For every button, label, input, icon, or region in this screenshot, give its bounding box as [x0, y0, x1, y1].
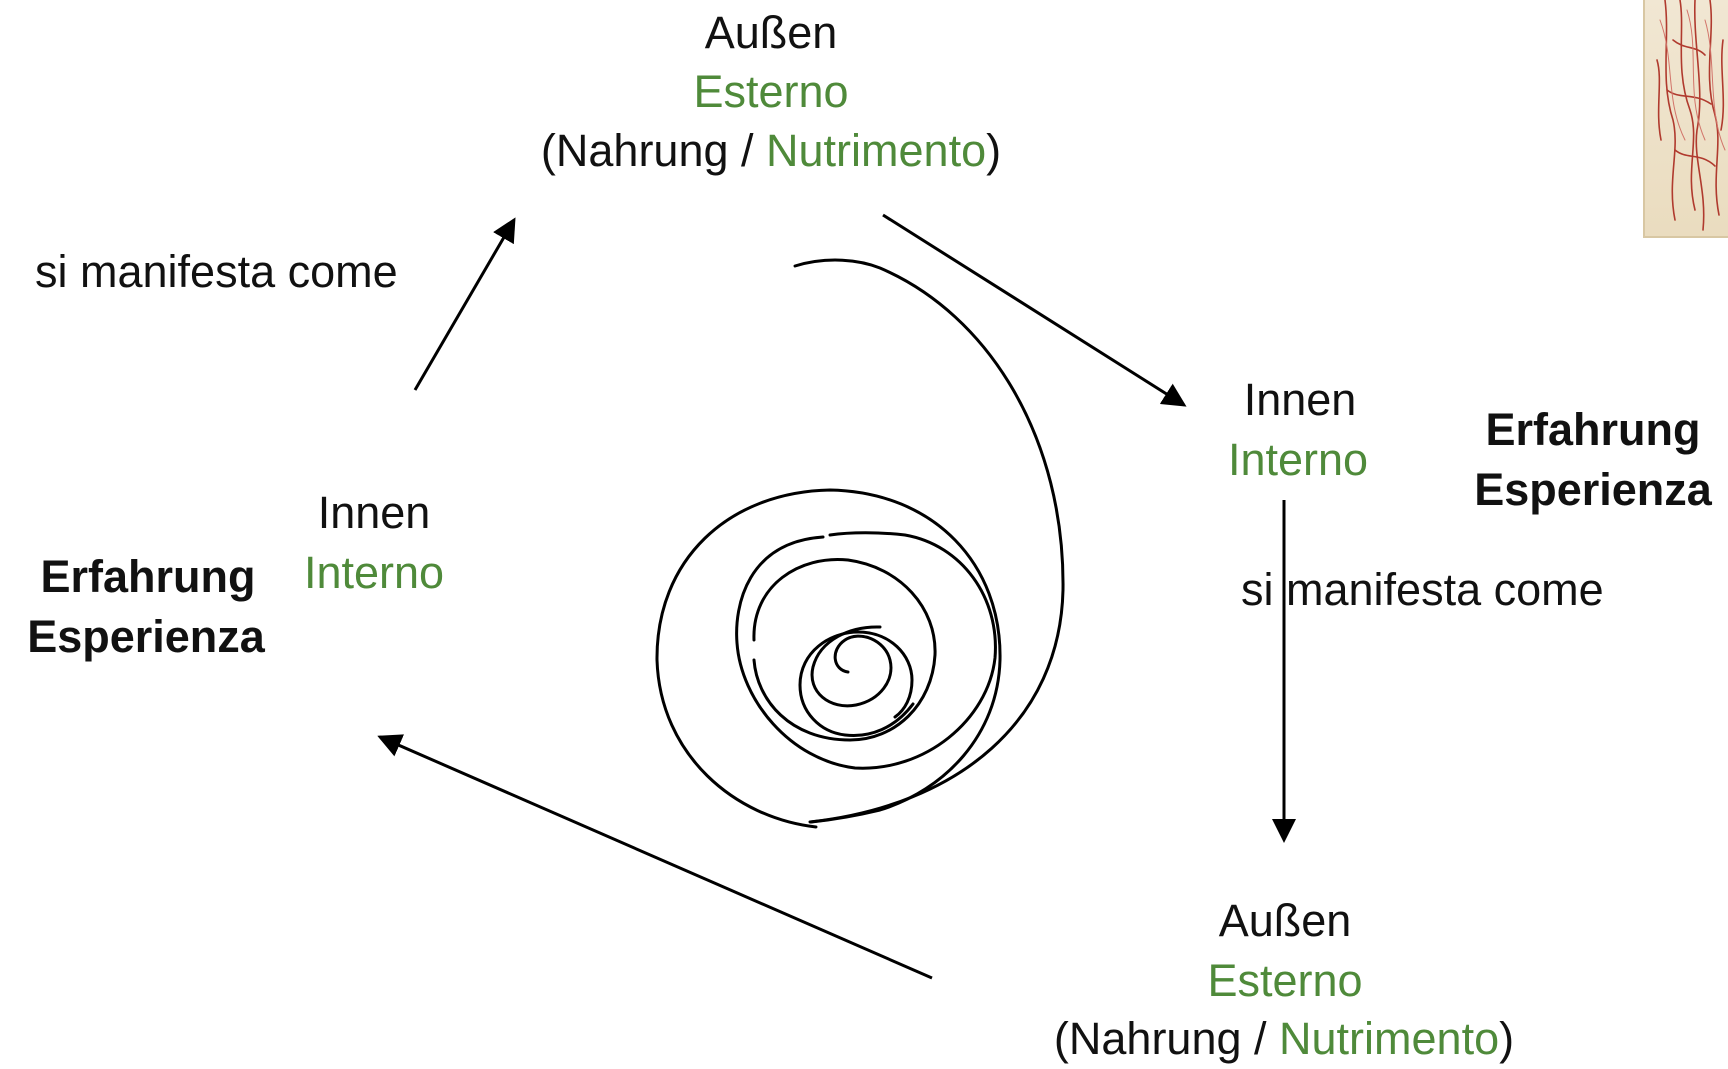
- bottom-nutrimento-label: Nutrimento: [1279, 1013, 1499, 1064]
- right-interno-label: Interno: [1228, 430, 1368, 489]
- left-interno-label: Interno: [304, 543, 444, 602]
- arrow-bottom-to-left: [380, 737, 932, 978]
- right-manifest-label: si manifesta come: [1241, 560, 1604, 619]
- left-esperienza-label: Esperienza: [27, 607, 265, 666]
- root-illustration: [1645, 0, 1728, 236]
- right-erfahrung-label: Erfahrung: [1485, 400, 1700, 459]
- right-innen-label: Innen: [1244, 370, 1357, 429]
- top-slash: /: [729, 125, 767, 176]
- illustration-thumbnail: [1643, 0, 1728, 238]
- arrow-top-to-right: [883, 215, 1184, 405]
- top-close-paren: ): [986, 125, 1001, 176]
- spiral-graphic: [657, 260, 1063, 827]
- bottom-open-paren: (: [1054, 1013, 1069, 1064]
- bottom-nahrung-line: (Nahrung / Nutrimento): [1054, 1009, 1514, 1068]
- top-open-paren: (: [541, 125, 556, 176]
- left-manifest-label: si manifesta come: [35, 242, 398, 301]
- bottom-close-paren: ): [1499, 1013, 1514, 1064]
- arrow-left-to-top: [415, 220, 514, 390]
- bottom-aussen-label: Außen: [1219, 891, 1352, 950]
- bottom-esterno-label: Esterno: [1207, 951, 1362, 1010]
- top-nahrung-line: (Nahrung / Nutrimento): [541, 121, 1001, 180]
- right-esperienza-label: Esperienza: [1474, 460, 1712, 519]
- top-nahrung-label: Nahrung: [556, 125, 729, 176]
- left-erfahrung-label: Erfahrung: [40, 547, 255, 606]
- top-aussen-label: Außen: [705, 3, 838, 62]
- bottom-slash: /: [1242, 1013, 1280, 1064]
- top-nutrimento-label: Nutrimento: [766, 125, 986, 176]
- top-esterno-label: Esterno: [693, 62, 848, 121]
- bottom-nahrung-label: Nahrung: [1069, 1013, 1242, 1064]
- left-innen-label: Innen: [318, 483, 431, 542]
